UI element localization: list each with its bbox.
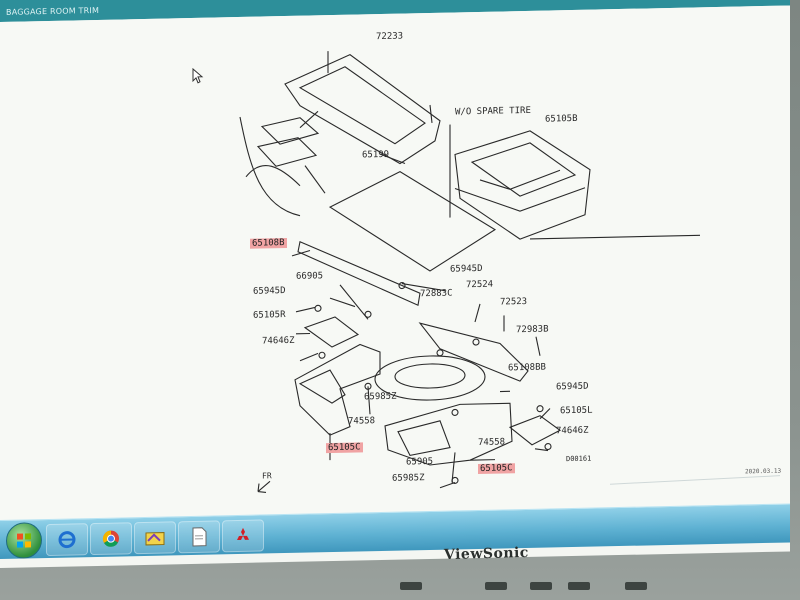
label-72524: 72524 <box>466 279 494 291</box>
tray-65105B <box>454 130 591 240</box>
label-65108BB: 65108BB <box>508 362 546 374</box>
label-wo-spare-tire: W/O SPARE TIRE <box>455 105 531 118</box>
label-65105L: 65105L <box>560 405 593 417</box>
label-74646Z-right: 74646Z <box>556 425 589 437</box>
label-74558-left: 74558 <box>348 416 376 427</box>
clip-upper <box>260 117 320 145</box>
windows-start-icon[interactable] <box>6 522 42 559</box>
window-title: BAGGAGE ROOM TRIM <box>6 5 100 17</box>
label-72883C: 72883C <box>420 288 453 300</box>
board-72233 <box>284 54 441 165</box>
spare-ring-65108BB <box>374 355 486 401</box>
label-72983B: 72983B <box>516 324 549 336</box>
pocket-65105L <box>508 415 562 446</box>
label-72233: 72233 <box>376 31 404 43</box>
parts-diagram-canvas: 72233 W/O SPARE TIRE 65105B 65199 65108B… <box>0 5 790 521</box>
monitor-hardware-button[interactable] <box>485 582 507 590</box>
label-65105C-right: 65105C <box>478 463 515 474</box>
diagram-code: D00161 <box>566 454 592 464</box>
label-72523: 72523 <box>500 296 528 308</box>
monitor-brand-logo: ViewSonic <box>443 544 530 564</box>
screen: BAGGAGE ROOM TRIM <box>0 0 790 569</box>
label-66905: 66905 <box>296 271 324 282</box>
label-fr: FR <box>262 471 272 481</box>
monitor-power-button[interactable] <box>625 582 647 590</box>
monitor-hardware-button[interactable] <box>530 582 552 590</box>
label-65945D-top: 65945D <box>450 263 483 275</box>
trim-65105C-left <box>294 343 381 436</box>
trim-65105C-right <box>384 402 513 466</box>
label-65985Z-upper: 65985Z <box>364 391 397 403</box>
label-65108B: 65108B <box>250 237 287 249</box>
fr-arrow <box>257 480 271 493</box>
mat-65199 <box>328 170 497 272</box>
ie-icon[interactable] <box>46 523 88 557</box>
label-65105C-left: 65105C <box>326 442 363 454</box>
label-65105B: 65105B <box>545 113 578 125</box>
label-65985Z-lower: 65985Z <box>392 473 425 484</box>
rail-65108B <box>297 240 421 307</box>
taskbar <box>0 503 790 559</box>
document-icon[interactable] <box>178 520 220 554</box>
label-65199: 65199 <box>362 149 390 161</box>
label-65905: 65905 <box>406 456 434 468</box>
label-74646Z-left: 74646Z <box>262 335 295 347</box>
pocket-65105R <box>303 316 360 348</box>
clip-lower <box>256 137 318 167</box>
label-74558-right: 74558 <box>478 437 506 448</box>
monitor-hardware-button[interactable] <box>400 582 422 590</box>
label-65945D-right: 65945D <box>556 381 589 393</box>
mitsubishi-icon[interactable] <box>222 519 264 553</box>
label-65105R: 65105R <box>253 310 286 321</box>
chrome-icon[interactable] <box>90 522 132 556</box>
diagram-date: 2020.03.13 <box>745 467 782 476</box>
rail-72523 <box>418 322 529 382</box>
mouse-cursor-icon <box>192 67 204 84</box>
monitor-hardware-button[interactable] <box>568 582 590 590</box>
label-65945D-left: 65945D <box>253 286 286 297</box>
parts-diagram <box>239 51 781 493</box>
app-icon[interactable] <box>134 521 176 555</box>
